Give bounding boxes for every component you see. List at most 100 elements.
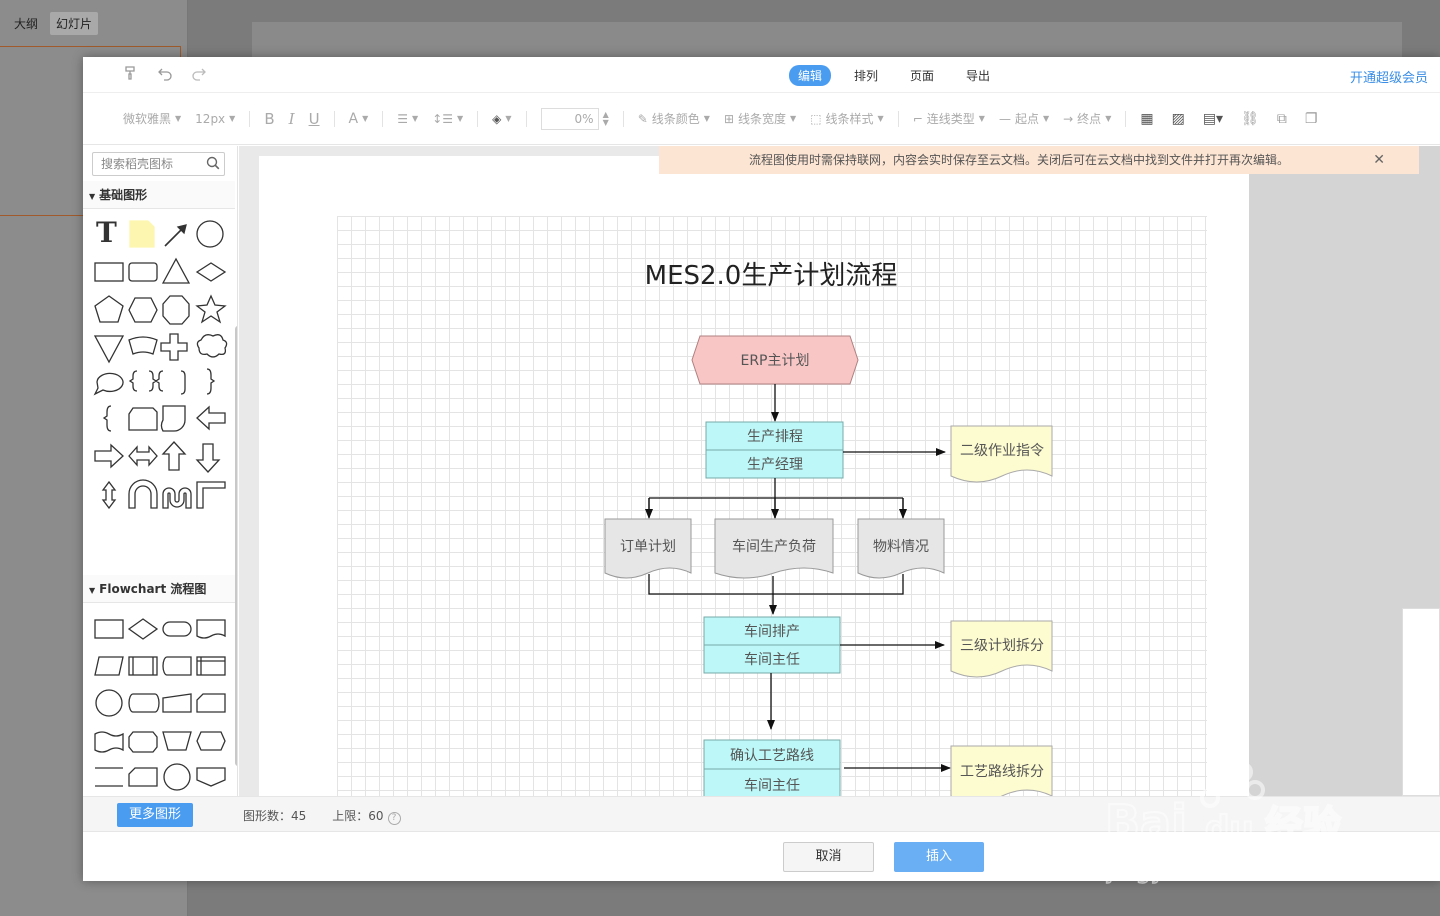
- notice-text: 流程图使用时需保持联网，内容会实时保存至云文档。关闭后可在云文档中找到文件并打开…: [748, 153, 1289, 167]
- node-order-plan[interactable]: 订单计划: [604, 518, 692, 579]
- background-next-slide: [1402, 608, 1440, 796]
- fill-color-select[interactable]: ◈▼: [492, 112, 511, 126]
- opacity-input[interactable]: 0%▲▼: [540, 107, 609, 130]
- toolbar-divider: [382, 110, 384, 127]
- tab-arrange[interactable]: 排列: [854, 69, 879, 83]
- node-level2-label: 二级作业指令: [960, 443, 1044, 459]
- link-icon[interactable]: ⛓: [1241, 110, 1259, 127]
- font-family-select[interactable]: 微软雅黑▼: [123, 112, 182, 126]
- end-point-select[interactable]: →终点▼: [1063, 111, 1112, 127]
- svg-text:Bai: Bai: [1105, 795, 1187, 849]
- toolbar-divider: [622, 110, 624, 127]
- image-icon[interactable]: ▨: [1171, 110, 1185, 127]
- more-shapes-button[interactable]: 更多图形: [117, 803, 193, 827]
- flowchart[interactable]: MES2.0生产计划流程 ERP主计划 生产排程 生产经理 二级: [337, 216, 1207, 796]
- node-schedule[interactable]: 生产排程 生产经理: [705, 421, 844, 479]
- flowchart-shape-icons[interactable]: [93, 614, 233, 796]
- chevron-down-icon: ▼: [1105, 114, 1112, 123]
- chevron-down-icon: ▼: [229, 114, 236, 123]
- toolbar-divider: [525, 110, 527, 127]
- diagram-page[interactable]: MES2.0生产计划流程 ERP主计划 生产排程 生产经理 二级: [259, 156, 1249, 796]
- group-icon[interactable]: ⧉: [1276, 110, 1287, 127]
- align-select[interactable]: ☰▼: [397, 112, 418, 126]
- insert-button[interactable]: 插入: [894, 842, 984, 872]
- italic-button[interactable]: I: [288, 109, 295, 128]
- redo-icon[interactable]: [189, 65, 209, 85]
- node-workshop-load[interactable]: 车间生产负荷: [714, 518, 834, 579]
- line-spacing-select[interactable]: ↕☰▼: [432, 112, 463, 126]
- line-style-select[interactable]: ⬚线条样式▼: [810, 111, 884, 127]
- svg-text:jingyan.baidu.com: jingyan.baidu.com: [1106, 856, 1328, 884]
- tab-page[interactable]: 页面: [910, 69, 935, 83]
- chevron-down-icon: ▼: [412, 114, 419, 123]
- chevron-down-icon: ▼: [505, 114, 512, 123]
- stepper-icon: ▲▼: [602, 109, 609, 127]
- connector-type-select[interactable]: ⌐连线类型▼: [912, 111, 985, 127]
- shape-library: 搜索稻壳图标 ▼基础图形 T: [83, 146, 238, 796]
- tab-outline[interactable]: 大纲: [14, 17, 39, 31]
- chevron-down-icon: ▼: [978, 114, 985, 123]
- arrow-right-icon: →: [1063, 111, 1074, 126]
- node-workshop-head-2-label: 车间主任: [744, 777, 800, 794]
- vip-link[interactable]: 开通超级会员: [1349, 71, 1428, 86]
- line-color-select[interactable]: ✎线条颜色▼: [637, 111, 710, 127]
- font-color-select[interactable]: A▼: [348, 110, 369, 127]
- dashed-box-icon: ⬚: [810, 111, 822, 126]
- start-point-select[interactable]: —起点▼: [998, 111, 1050, 127]
- tab-edit[interactable]: 编辑: [789, 65, 832, 86]
- svg-text:du: du: [1205, 809, 1254, 849]
- font-size-select[interactable]: 12px▼: [195, 111, 236, 126]
- underline-button[interactable]: U: [308, 109, 320, 128]
- pen-icon: ✎: [637, 111, 648, 126]
- close-icon[interactable]: ✕: [1373, 152, 1385, 168]
- node-order-plan-label: 订单计划: [620, 539, 676, 555]
- layout-icon[interactable]: ▦: [1140, 110, 1154, 127]
- node-level3-label: 三级计划拆分: [960, 638, 1044, 654]
- connector-split[interactable]: [648, 478, 904, 518]
- search-icon[interactable]: [206, 156, 220, 170]
- chevron-down-icon: ▼: [1042, 114, 1050, 123]
- undo-icon[interactable]: [155, 65, 175, 85]
- node-route-split[interactable]: 工艺路线拆分: [950, 745, 1053, 796]
- help-icon[interactable]: ?: [387, 812, 401, 825]
- node-workshop-schedule[interactable]: 车间排产 车间主任: [703, 616, 841, 674]
- node-confirm-route[interactable]: 确认工艺路线 车间主任: [703, 739, 841, 796]
- flowchart-shapes-grid: [93, 614, 233, 796]
- section-basic-shapes[interactable]: ▼基础图形: [83, 181, 235, 209]
- node-level2[interactable]: 二级作业指令: [950, 425, 1053, 483]
- sidebar-scrollbar[interactable]: [235, 326, 237, 766]
- cancel-button[interactable]: 取消: [783, 842, 874, 872]
- format-painter-icon[interactable]: [121, 65, 141, 85]
- node-erp-label: ERP主计划: [740, 353, 809, 369]
- page-format-icon[interactable]: ▤▾: [1202, 110, 1224, 127]
- node-workshop-head-label: 车间主任: [744, 651, 800, 668]
- basic-shape-icons[interactable]: T: [93, 216, 233, 516]
- basic-shapes-grid: T: [93, 216, 233, 516]
- diagram-title[interactable]: MES2.0生产计划流程: [645, 261, 898, 291]
- chevron-down-icon: ▼: [457, 114, 464, 123]
- tab-export[interactable]: 导出: [966, 69, 991, 83]
- node-erp[interactable]: ERP主计划: [691, 335, 859, 385]
- shape-search-input[interactable]: 搜索稻壳图标: [92, 152, 225, 176]
- node-material[interactable]: 物料情况: [857, 518, 945, 579]
- ungroup-icon[interactable]: ❐: [1304, 110, 1318, 127]
- toolbar-divider: [477, 110, 479, 127]
- toolbar-divider: [333, 110, 335, 127]
- paint-bucket-icon: ◈: [492, 111, 502, 126]
- connector-merge[interactable]: [648, 574, 904, 595]
- connector-icon: ⌐: [912, 111, 923, 126]
- tab-slides[interactable]: 幻灯片: [50, 12, 99, 35]
- background-slide-page: [252, 22, 1402, 62]
- section-flowchart-shapes[interactable]: ▼Flowchart 流程图: [83, 575, 235, 603]
- bold-button[interactable]: B: [264, 109, 275, 128]
- shape-limit: 上限：60?: [332, 807, 401, 825]
- node-level3[interactable]: 三级计划拆分: [950, 620, 1053, 678]
- grid-icon: ⊞: [723, 111, 735, 126]
- line-width-select[interactable]: ⊞线条宽度▼: [723, 111, 797, 127]
- toolbar-divider: [1125, 110, 1127, 127]
- node-confirm-route-label: 确认工艺路线: [730, 748, 814, 764]
- chevron-down-icon: ▼: [790, 114, 797, 123]
- toolbar-divider: [897, 110, 899, 127]
- canvas-grid: [337, 216, 1207, 796]
- chevron-down-icon: ▼: [175, 114, 182, 123]
